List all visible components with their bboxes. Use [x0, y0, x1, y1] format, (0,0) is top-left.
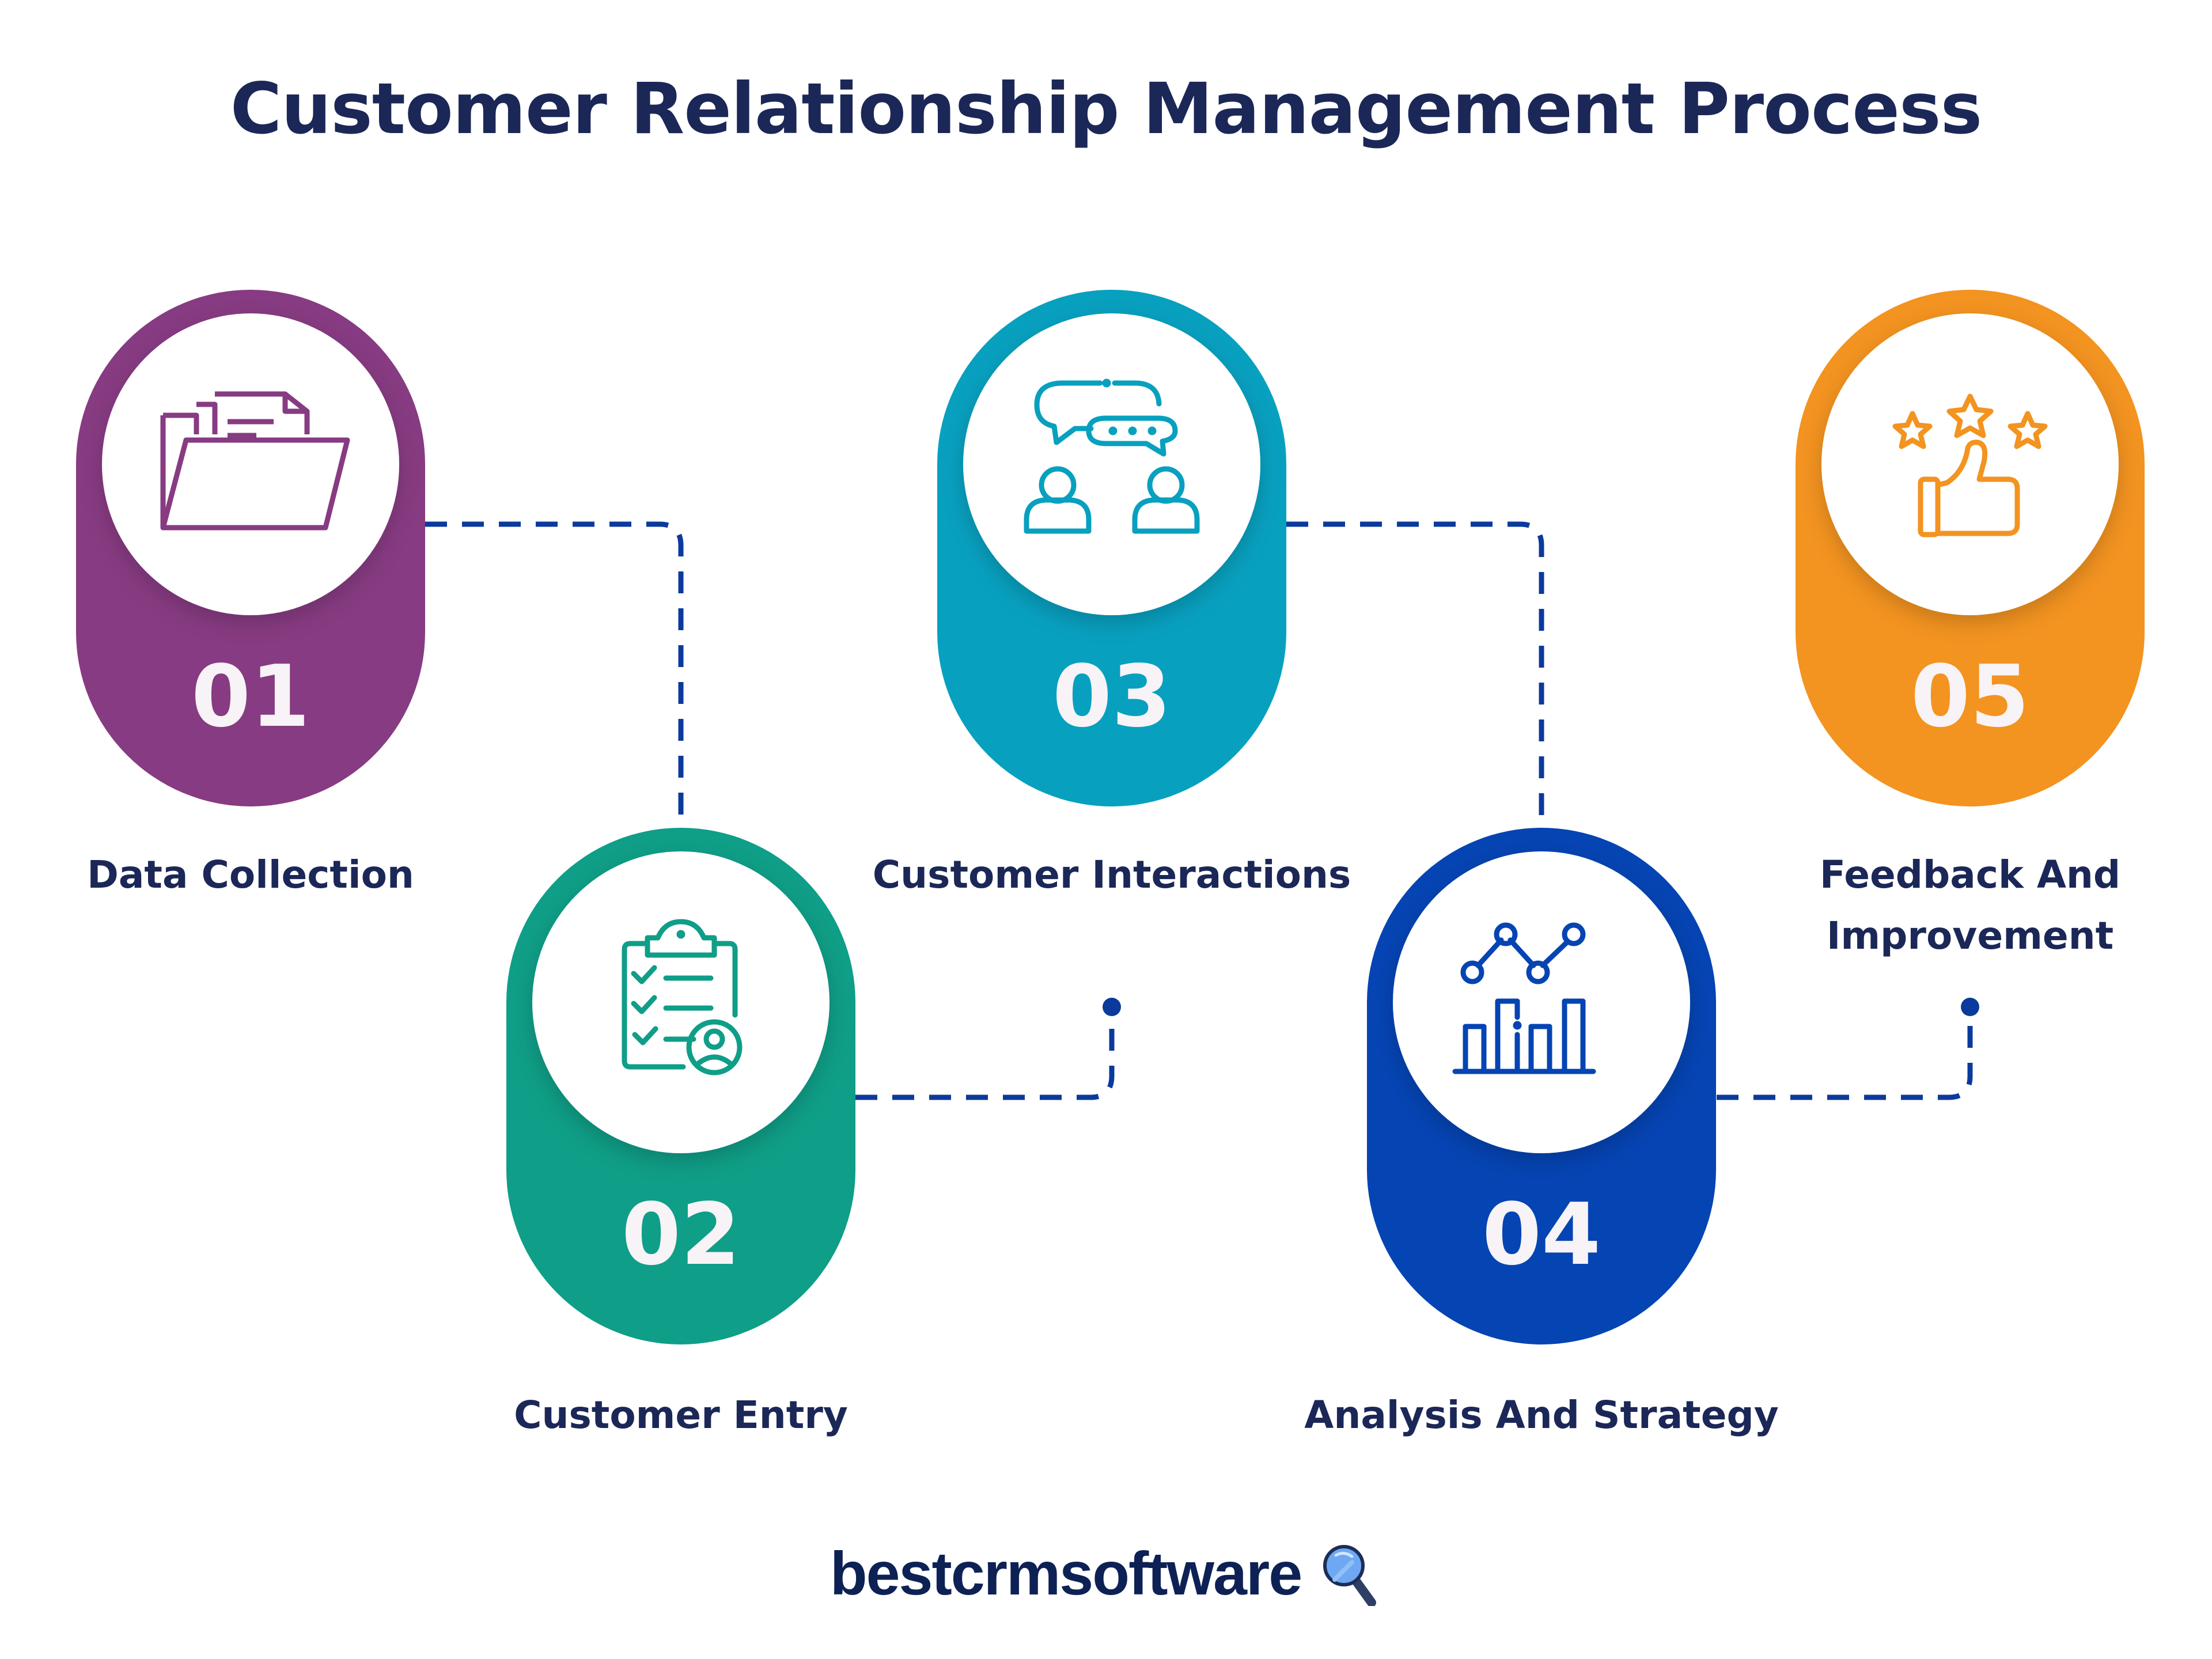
icon-circle: [963, 313, 1260, 615]
chat-people-icon: [1024, 378, 1200, 534]
step-number: 03: [1052, 647, 1171, 746]
icon-circle: [1821, 313, 2119, 615]
step-label-5: Feedback And Improvement: [1711, 844, 2212, 967]
step-number: 02: [622, 1185, 740, 1284]
step-label-1: Data Collection: [87, 853, 414, 897]
step-card-1: 01: [76, 290, 425, 806]
footer-brand: bestcrmsoftware: [0, 1539, 2212, 1609]
star-icon: [1946, 393, 1994, 438]
connector-dot: [1961, 998, 1979, 1016]
step-label-5-line1: Feedback And: [1819, 853, 2121, 897]
connector-3-4: [1286, 521, 1544, 828]
connectors: [425, 521, 1973, 1100]
step-number: 04: [1482, 1185, 1601, 1284]
stars-thumbs-up-icon: [1892, 393, 2048, 537]
step-label-5-line2: Improvement: [1826, 914, 2114, 958]
step-label-3: Customer Interactions: [872, 853, 1351, 897]
connector-2-3: [855, 1014, 1115, 1100]
step-label-2: Customer Entry: [514, 1393, 848, 1437]
step-card-4: 04: [1367, 828, 1716, 1344]
clipboard-checklist-user-icon: [622, 919, 743, 1075]
page-title: Customer Relationship Management Process: [230, 68, 1983, 150]
analytics-chart-icon: [1452, 922, 1596, 1074]
icon-circle: [102, 313, 399, 615]
step-number: 01: [191, 647, 310, 746]
star-icon: [1892, 411, 1933, 449]
icon-circle: [1393, 851, 1690, 1153]
icon-circle: [532, 851, 830, 1153]
step-label-4: Analysis And Strategy: [1304, 1393, 1779, 1437]
magnifier-icon: [1323, 1544, 1377, 1606]
star-icon: [2008, 411, 2048, 449]
step-number: 05: [1911, 647, 2029, 746]
folder-documents-icon: [160, 391, 350, 531]
step-card-2: 02: [506, 828, 855, 1344]
connector-4-5: [1717, 1014, 1973, 1100]
step-card-3: 03: [937, 290, 1286, 806]
step-card-5: 05: [1796, 290, 2145, 806]
brand-name: bestcrmsoftware: [830, 1540, 1302, 1608]
connector-1-2: [425, 521, 684, 828]
connector-dot: [1103, 998, 1121, 1016]
